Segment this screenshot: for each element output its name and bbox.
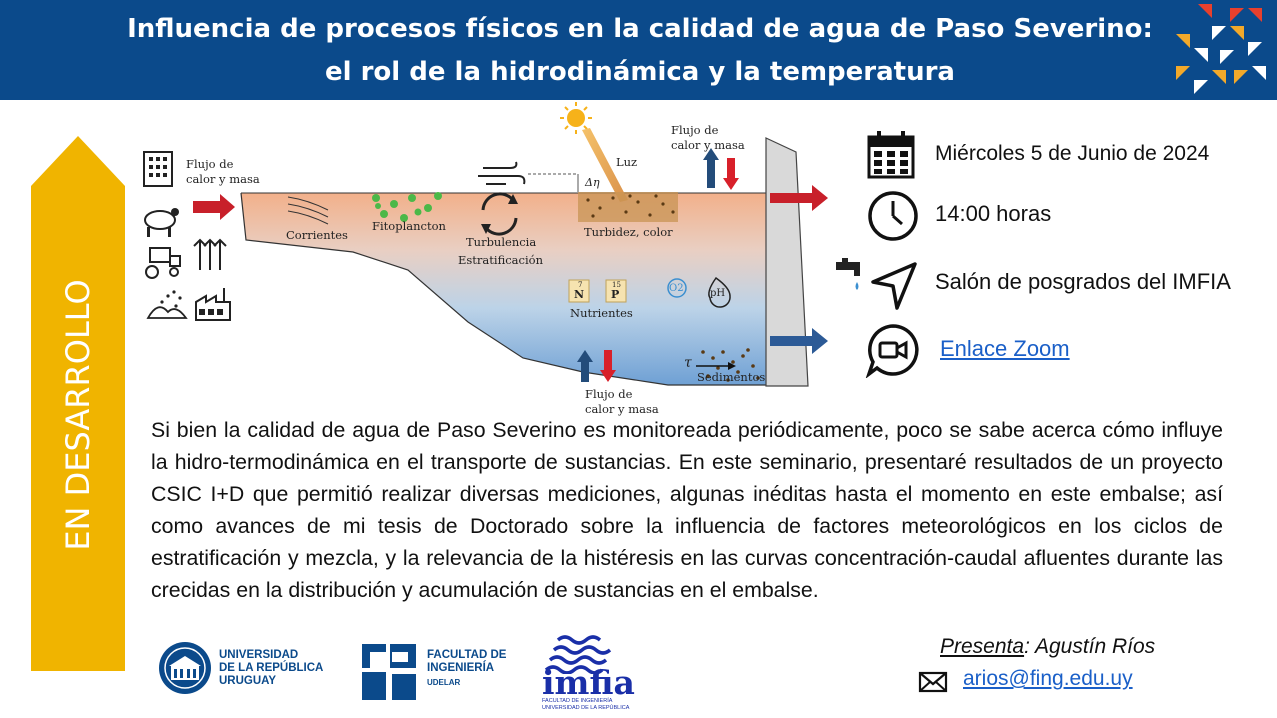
reservoir-diagram: Flujo de calor y masa Corrientes Fitopla… xyxy=(138,100,838,420)
page-title: Influencia de procesos físicos en la cal… xyxy=(100,8,1180,94)
sun-icon xyxy=(560,102,592,134)
event-place: Salón de posgrados del IMFIA xyxy=(935,269,1231,294)
ribbon-arrow xyxy=(31,136,125,671)
ribbon-label: EN DESARROLLO xyxy=(59,279,97,551)
event-time: 14:00 horas xyxy=(935,201,1052,226)
header-banner: Influencia de procesos físicos en la cal… xyxy=(0,0,1277,100)
video-call-icon xyxy=(865,324,919,378)
presenter-label: Presenta xyxy=(940,635,1025,658)
zoom-row: Enlace Zoom xyxy=(865,322,1275,382)
fing-logo-subtext: UDELAR xyxy=(427,678,461,687)
fing-logo-text: FACULTAD DE INGENIERÍA xyxy=(427,649,507,674)
tau-label: τ xyxy=(684,355,692,371)
luz-label: Luz xyxy=(616,155,638,169)
imfia-waves-icon xyxy=(544,635,612,674)
title-line-1: Influencia de procesos físicos en la cal… xyxy=(127,14,1153,44)
fitoplancton-label: Fitoplancton xyxy=(372,219,446,233)
sedimentos-label: Sedimentos xyxy=(697,370,766,384)
imfia-wordmark: imfia xyxy=(542,663,635,702)
tractor-icon xyxy=(145,247,181,279)
calendar-icon xyxy=(867,131,915,179)
date-row: Miércoles 5 de Junio de 2024 xyxy=(865,128,1275,188)
wind-icon xyxy=(478,161,526,185)
envelope-icon xyxy=(918,671,948,693)
place-row: Salón de posgrados del IMFIA xyxy=(865,258,1275,318)
n-number: 7 xyxy=(578,281,583,289)
clock-icon xyxy=(868,191,918,241)
ph-label: pH xyxy=(710,288,726,299)
udelar-mosaic-logo-icon xyxy=(1176,4,1266,94)
nutrientes-label: Nutrientes xyxy=(570,306,633,320)
turbidez-label: Turbidez, color xyxy=(584,225,673,239)
abstract-paragraph: Si bien la calidad de agua de Paso Sever… xyxy=(151,418,1223,602)
email-link[interactable]: arios@fing.edu.uy xyxy=(963,667,1133,690)
udelar-logo-text: UNIVERSIDAD DE LA REPÚBLICA URUGUAY xyxy=(219,649,324,687)
flux-left-label: Flujo de calor y masa xyxy=(186,157,260,186)
fing-logo-icon xyxy=(362,644,416,700)
title-line-2: el rol de la hidrodinámica y la temperat… xyxy=(325,57,955,87)
flux-top-label: Flujo de calor y masa xyxy=(671,123,745,152)
p-symbol: P xyxy=(611,288,620,301)
imfia-subtext: FACULTAD DE INGENIERÍA UNIVERSIDAD DE LA… xyxy=(542,698,630,711)
reservoir-diagram-graphic xyxy=(143,102,828,387)
building-icon xyxy=(143,151,173,187)
time-row: 14:00 horas xyxy=(865,188,1275,248)
soil-icon xyxy=(146,290,188,319)
presenter-name: : Agustín Ríos xyxy=(1024,635,1156,658)
presenter-line: Presenta: Agustín Ríos xyxy=(940,635,1155,659)
turbulence-icon xyxy=(481,192,518,236)
flux-bottom-label: Flujo de calor y masa xyxy=(585,387,659,416)
imfia-logo: imfia FACULTAD DE INGENIERÍA UNIVERSIDAD… xyxy=(540,632,644,712)
zoom-link[interactable]: Enlace Zoom xyxy=(940,336,1070,361)
faucet-icon xyxy=(836,258,860,290)
factory-icon xyxy=(195,288,231,321)
corrientes-label: Corrientes xyxy=(286,228,348,242)
navigation-arrow-icon xyxy=(871,262,917,310)
p-number: 15 xyxy=(612,281,621,289)
turbulencia-label: Turbulencia xyxy=(466,235,537,249)
event-date: Miércoles 5 de Junio de 2024 xyxy=(935,142,1210,165)
n-symbol: N xyxy=(574,288,585,301)
o2-label: O2 xyxy=(669,283,684,294)
cow-icon xyxy=(144,208,179,237)
delta-eta-label: Δη xyxy=(585,176,600,189)
estratificacion-label: Estratificación xyxy=(458,253,543,267)
wheat-icon xyxy=(193,238,227,270)
udelar-seal-icon xyxy=(159,642,211,694)
